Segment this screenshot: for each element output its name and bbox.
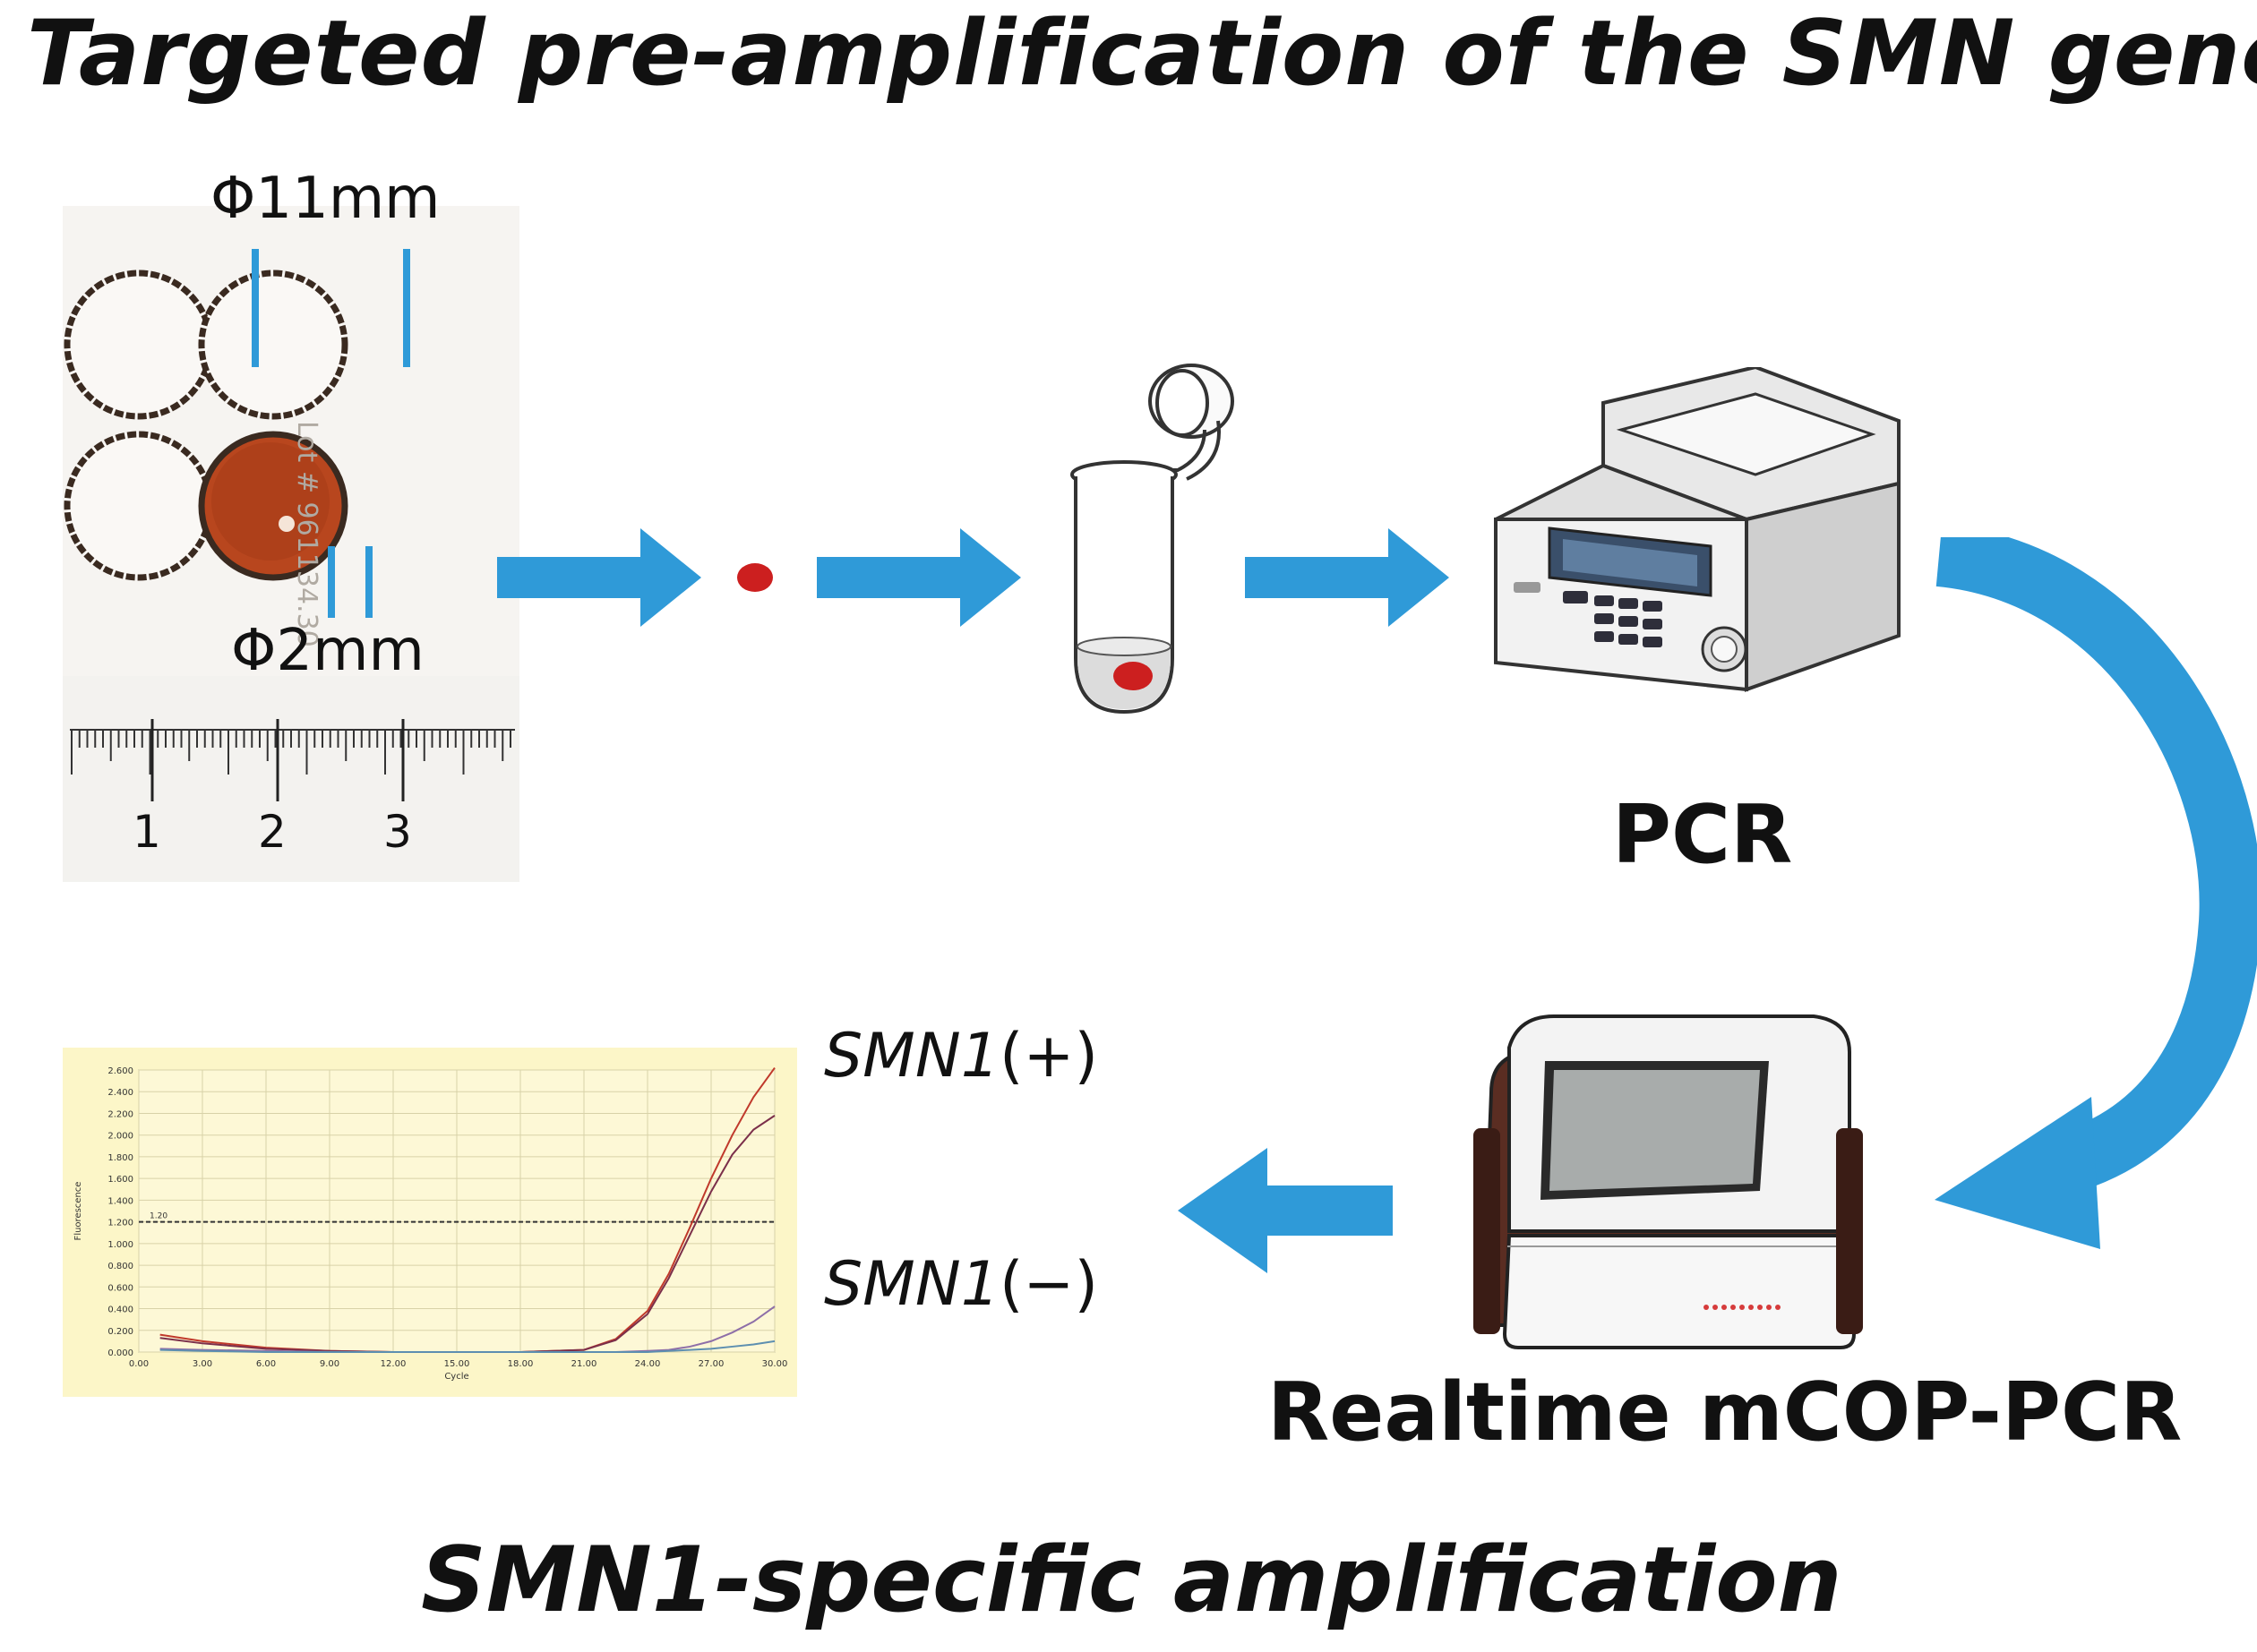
y-tick-label: 0.800 (107, 1262, 133, 1271)
arrow-realtime-to-chart (1178, 1148, 1393, 1273)
measure-line-right (403, 249, 410, 367)
y-axis-label: Fluorescence (73, 1182, 83, 1241)
y-tick-label: 0.000 (107, 1348, 133, 1358)
ruler-number-3: 3 (383, 806, 412, 858)
y-tick-label: 2.000 (107, 1132, 133, 1142)
ruler-number-1: 1 (133, 806, 161, 858)
y-tick-label: 2.400 (107, 1088, 133, 1098)
x-tick-label: 27.00 (699, 1359, 725, 1369)
pcr-label: PCR (1612, 788, 1793, 882)
arrow-tube-to-pcr (1245, 528, 1449, 627)
y-tick-label: 1.000 (107, 1240, 133, 1250)
arrow-card-to-spot (497, 528, 701, 627)
measure-line-left (252, 249, 259, 367)
smn1-positive-sign: (+) (999, 1021, 1099, 1091)
diameter-large-label: Φ11mm (210, 166, 441, 232)
x-axis-label: Cycle (444, 1372, 468, 1382)
smn1-negative-gene: SMN1 (824, 1249, 1000, 1320)
measure-line-small-right (365, 546, 373, 618)
curved-arrow-pcr-to-realtime (1935, 537, 2257, 1249)
x-tick-label: 30.00 (762, 1359, 788, 1369)
x-tick-label: 6.00 (256, 1359, 276, 1369)
y-tick-label: 1.200 (107, 1219, 133, 1228)
top-title: Targeted pre-amplification of the SMN ge… (27, 0, 2257, 106)
x-tick-label: 24.00 (635, 1359, 661, 1369)
realtime-pcr-instrument (1473, 1014, 1863, 1349)
arrow-spot-to-tube (817, 528, 1021, 627)
x-tick-label: 0.00 (129, 1359, 149, 1369)
y-tick-label: 0.400 (107, 1305, 133, 1315)
microcentrifuge-tube (1070, 364, 1234, 715)
x-tick-label: 21.00 (571, 1359, 597, 1369)
smn1-positive-gene: SMN1 (824, 1021, 1000, 1091)
x-tick-label: 12.00 (381, 1359, 407, 1369)
amplification-chart: 0.000 0.200 0.400 0.600 0.800 1.000 1.200 1.400… (63, 1048, 797, 1397)
series-line-4 (159, 1340, 776, 1353)
smn1-negative-sign: (−) (999, 1249, 1099, 1320)
diameter-small-label: Φ2mm (231, 618, 425, 684)
smn1-positive-label: SMN1(+) (824, 1021, 1098, 1091)
x-tick-label: 9.00 (320, 1359, 339, 1369)
lot-number: Lot # 961134.30 (291, 421, 322, 647)
series-line-2 (159, 1115, 776, 1353)
dbs-card-photo: Lot # 961134.30 Φ11mm Φ2mm 1 2 3 (63, 166, 519, 882)
y-tick-label: 2.600 (107, 1066, 133, 1076)
y-tick-label: 0.600 (107, 1283, 133, 1293)
y-tick-label: 1.600 (107, 1175, 133, 1185)
x-tick-label: 3.00 (193, 1359, 212, 1369)
measure-line-small-left (328, 546, 335, 618)
realtime-label: Realtime mCOP-PCR (1267, 1365, 2183, 1459)
x-tick-label: 15.00 (444, 1359, 470, 1369)
y-tick-label: 2.200 (107, 1109, 133, 1119)
y-tick-label: 0.200 (107, 1327, 133, 1337)
threshold-label: 1.20 (150, 1212, 167, 1221)
pcr-thermocycler (1494, 367, 1901, 692)
ruler (70, 719, 515, 801)
bottom-title: SMN1-specific amplification (421, 1527, 1842, 1632)
punched-blood-spot (737, 563, 773, 592)
y-tick-label: 1.800 (107, 1153, 133, 1163)
x-tick-label: 18.00 (508, 1359, 534, 1369)
y-tick-label: 1.400 (107, 1196, 133, 1206)
ruler-number-2: 2 (258, 806, 287, 858)
smn1-negative-label: SMN1(−) (824, 1249, 1098, 1320)
